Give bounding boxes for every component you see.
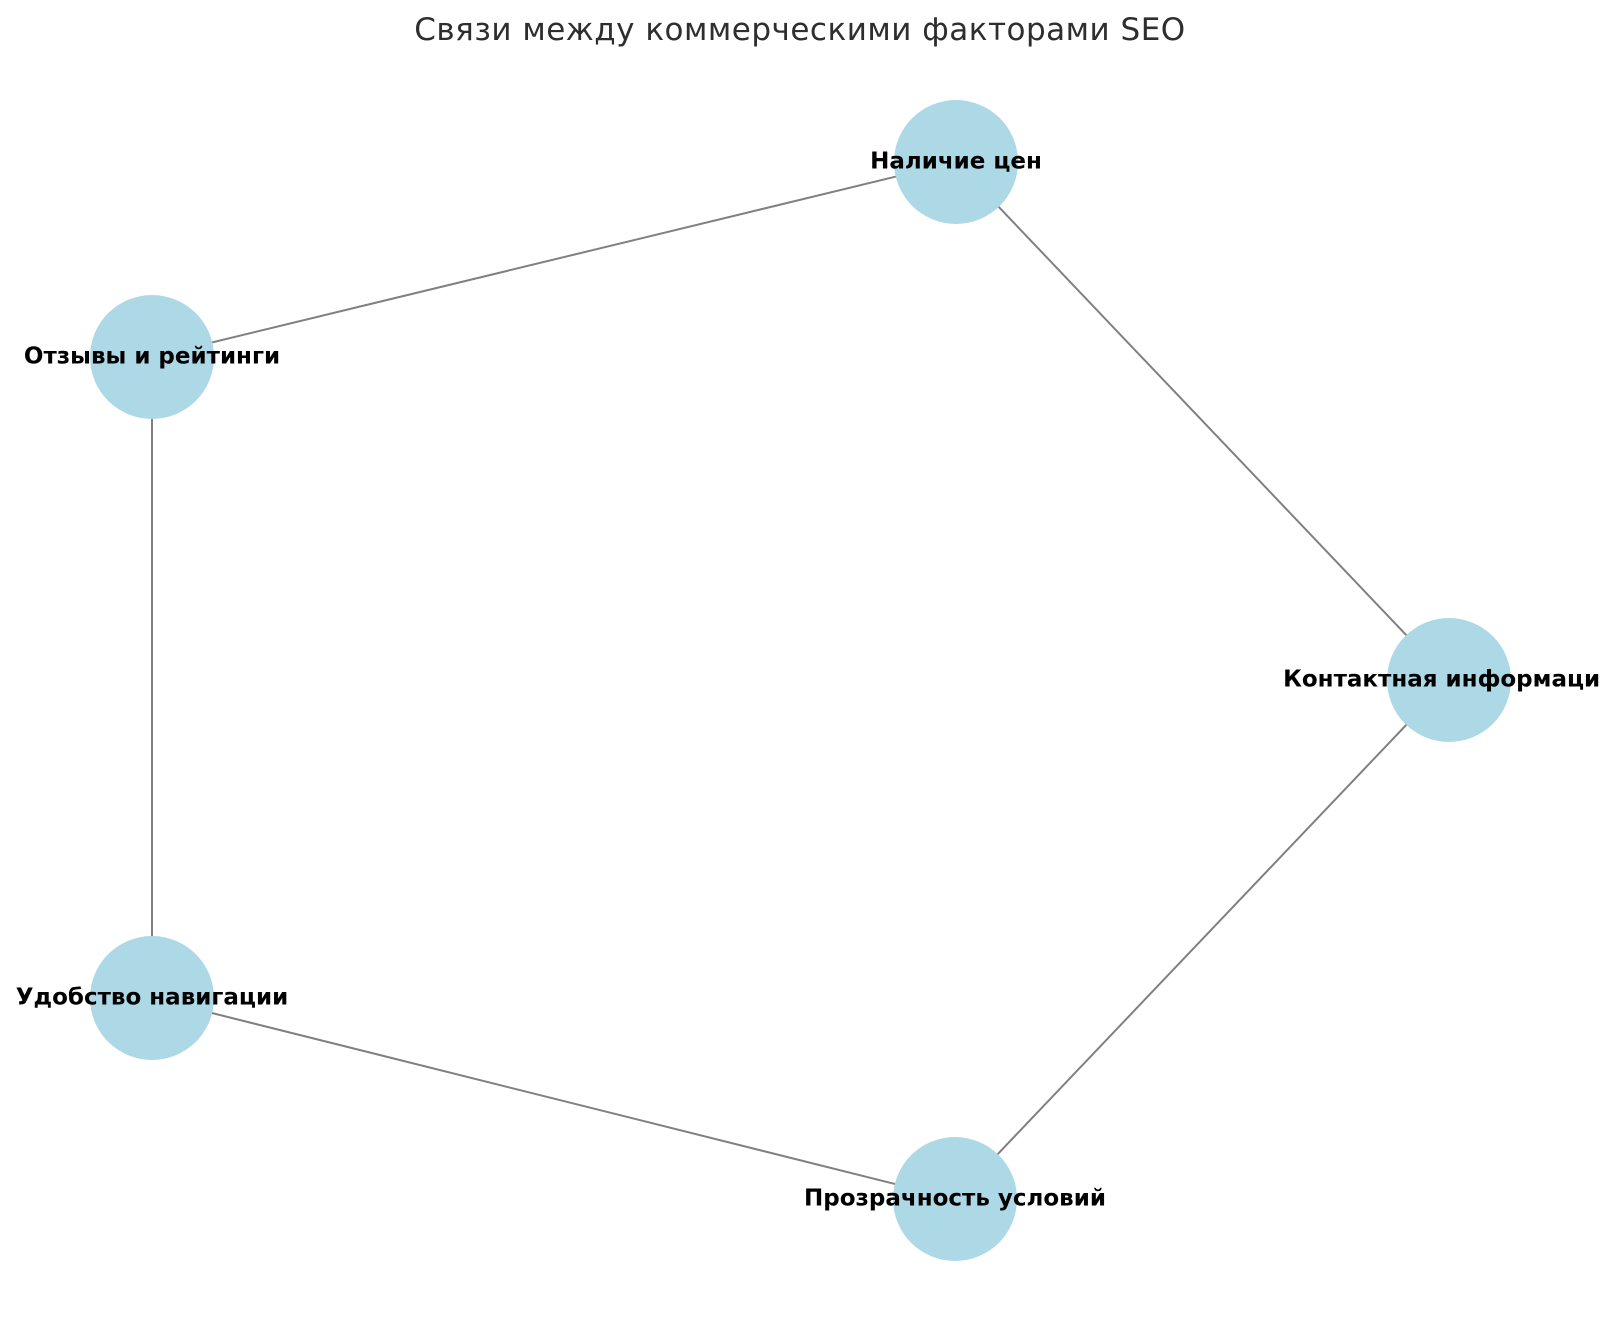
graph-node-label-prices: Наличие цен — [870, 148, 1042, 175]
figure-title: Связи между коммерческими факторами SEO — [414, 12, 1186, 48]
graph-edge-prices-reviews — [151, 161, 957, 358]
graph-node-contacts — [1387, 618, 1511, 742]
graph-node-terms — [893, 1137, 1017, 1261]
graph-edge-prices-contacts — [955, 161, 1450, 681]
graph-node-navigation — [90, 936, 214, 1060]
graph-node-label-reviews: Отзывы и рейтинги — [23, 343, 281, 370]
graph-edge-navigation-terms — [151, 997, 956, 1200]
graph-node-label-terms: Прозрачность условий — [804, 1185, 1106, 1212]
graph-node-reviews — [90, 295, 214, 419]
graph-edge-terms-contacts — [954, 679, 1450, 1200]
graph-node-label-navigation: Удобство навигации — [15, 984, 289, 1011]
graph-node-label-contacts: Контактная информация — [1283, 666, 1600, 693]
graph-node-prices — [894, 100, 1018, 224]
